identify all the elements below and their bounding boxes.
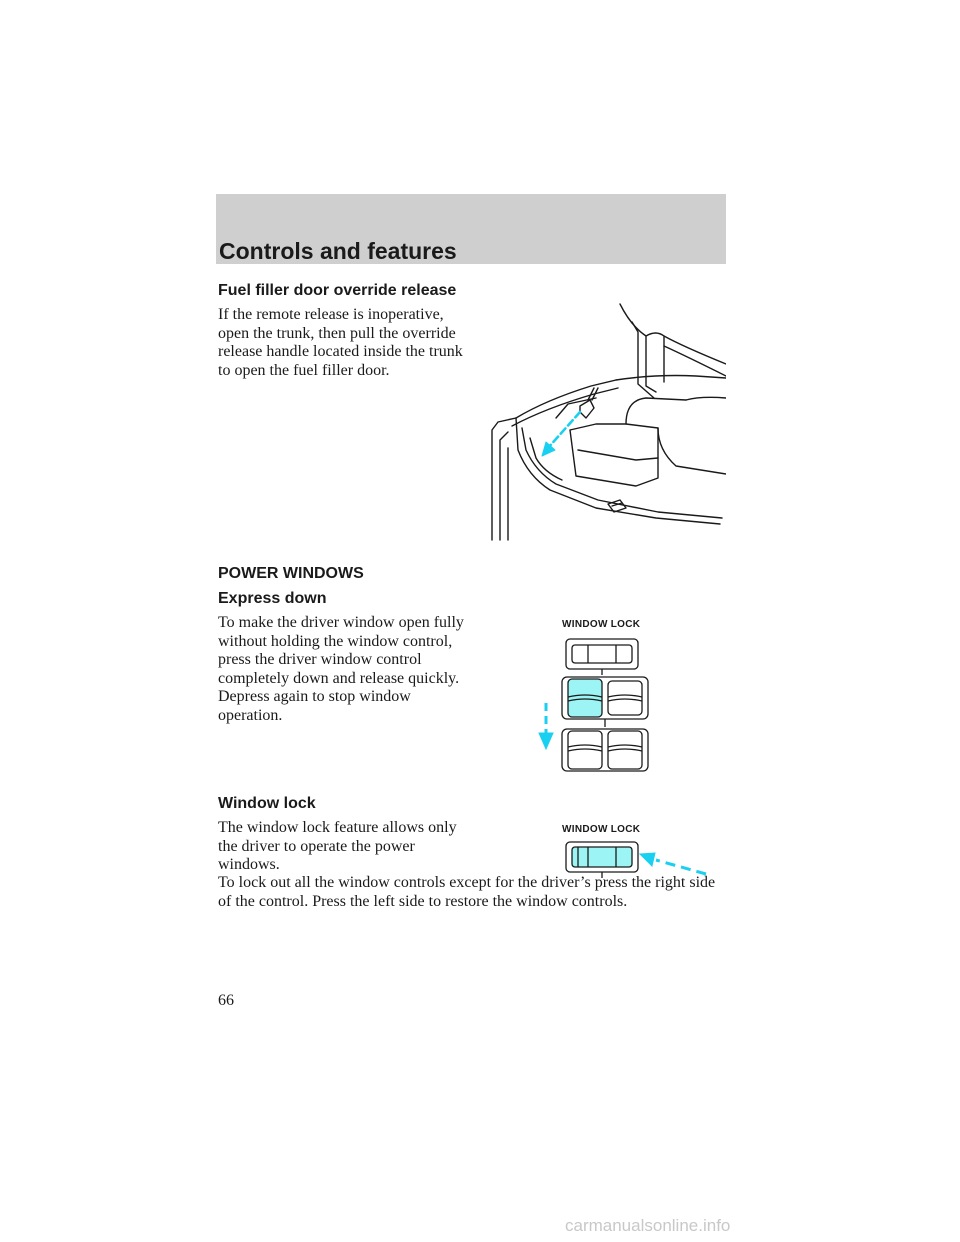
power-windows-heading: POWER WINDOWS — [218, 565, 364, 582]
window-lock-text-1: The window lock feature allows only the … — [218, 819, 457, 873]
driver-window-switch — [567, 678, 603, 718]
down-arrow-icon — [538, 732, 554, 751]
watermark: carmanualsonline.info — [565, 1216, 731, 1235]
header-band — [216, 194, 726, 264]
left-arrow-icon — [638, 852, 656, 867]
fuel-filler-heading: Fuel filler door override release — [218, 282, 457, 299]
fuel-filler-text: If the remote release is inoperative, op… — [218, 306, 463, 379]
window-lock-switch-illustration: WINDOW LOCK — [562, 824, 707, 878]
trunk-illustration — [491, 303, 726, 541]
window-switch-panel-illustration: WINDOW LOCK — [538, 619, 649, 772]
page-title: Controls and features — [219, 238, 457, 264]
window-lock-label: WINDOW LOCK — [562, 619, 641, 630]
express-down-text: To make the driver window open fully wit… — [218, 614, 464, 724]
express-down-heading: Express down — [218, 590, 327, 607]
page-number: 66 — [218, 992, 234, 1009]
window-lock-text-2: To lock out all the window controls exce… — [218, 874, 716, 910]
window-lock-figure-label: WINDOW LOCK — [562, 824, 641, 835]
window-lock-heading: Window lock — [218, 795, 316, 812]
